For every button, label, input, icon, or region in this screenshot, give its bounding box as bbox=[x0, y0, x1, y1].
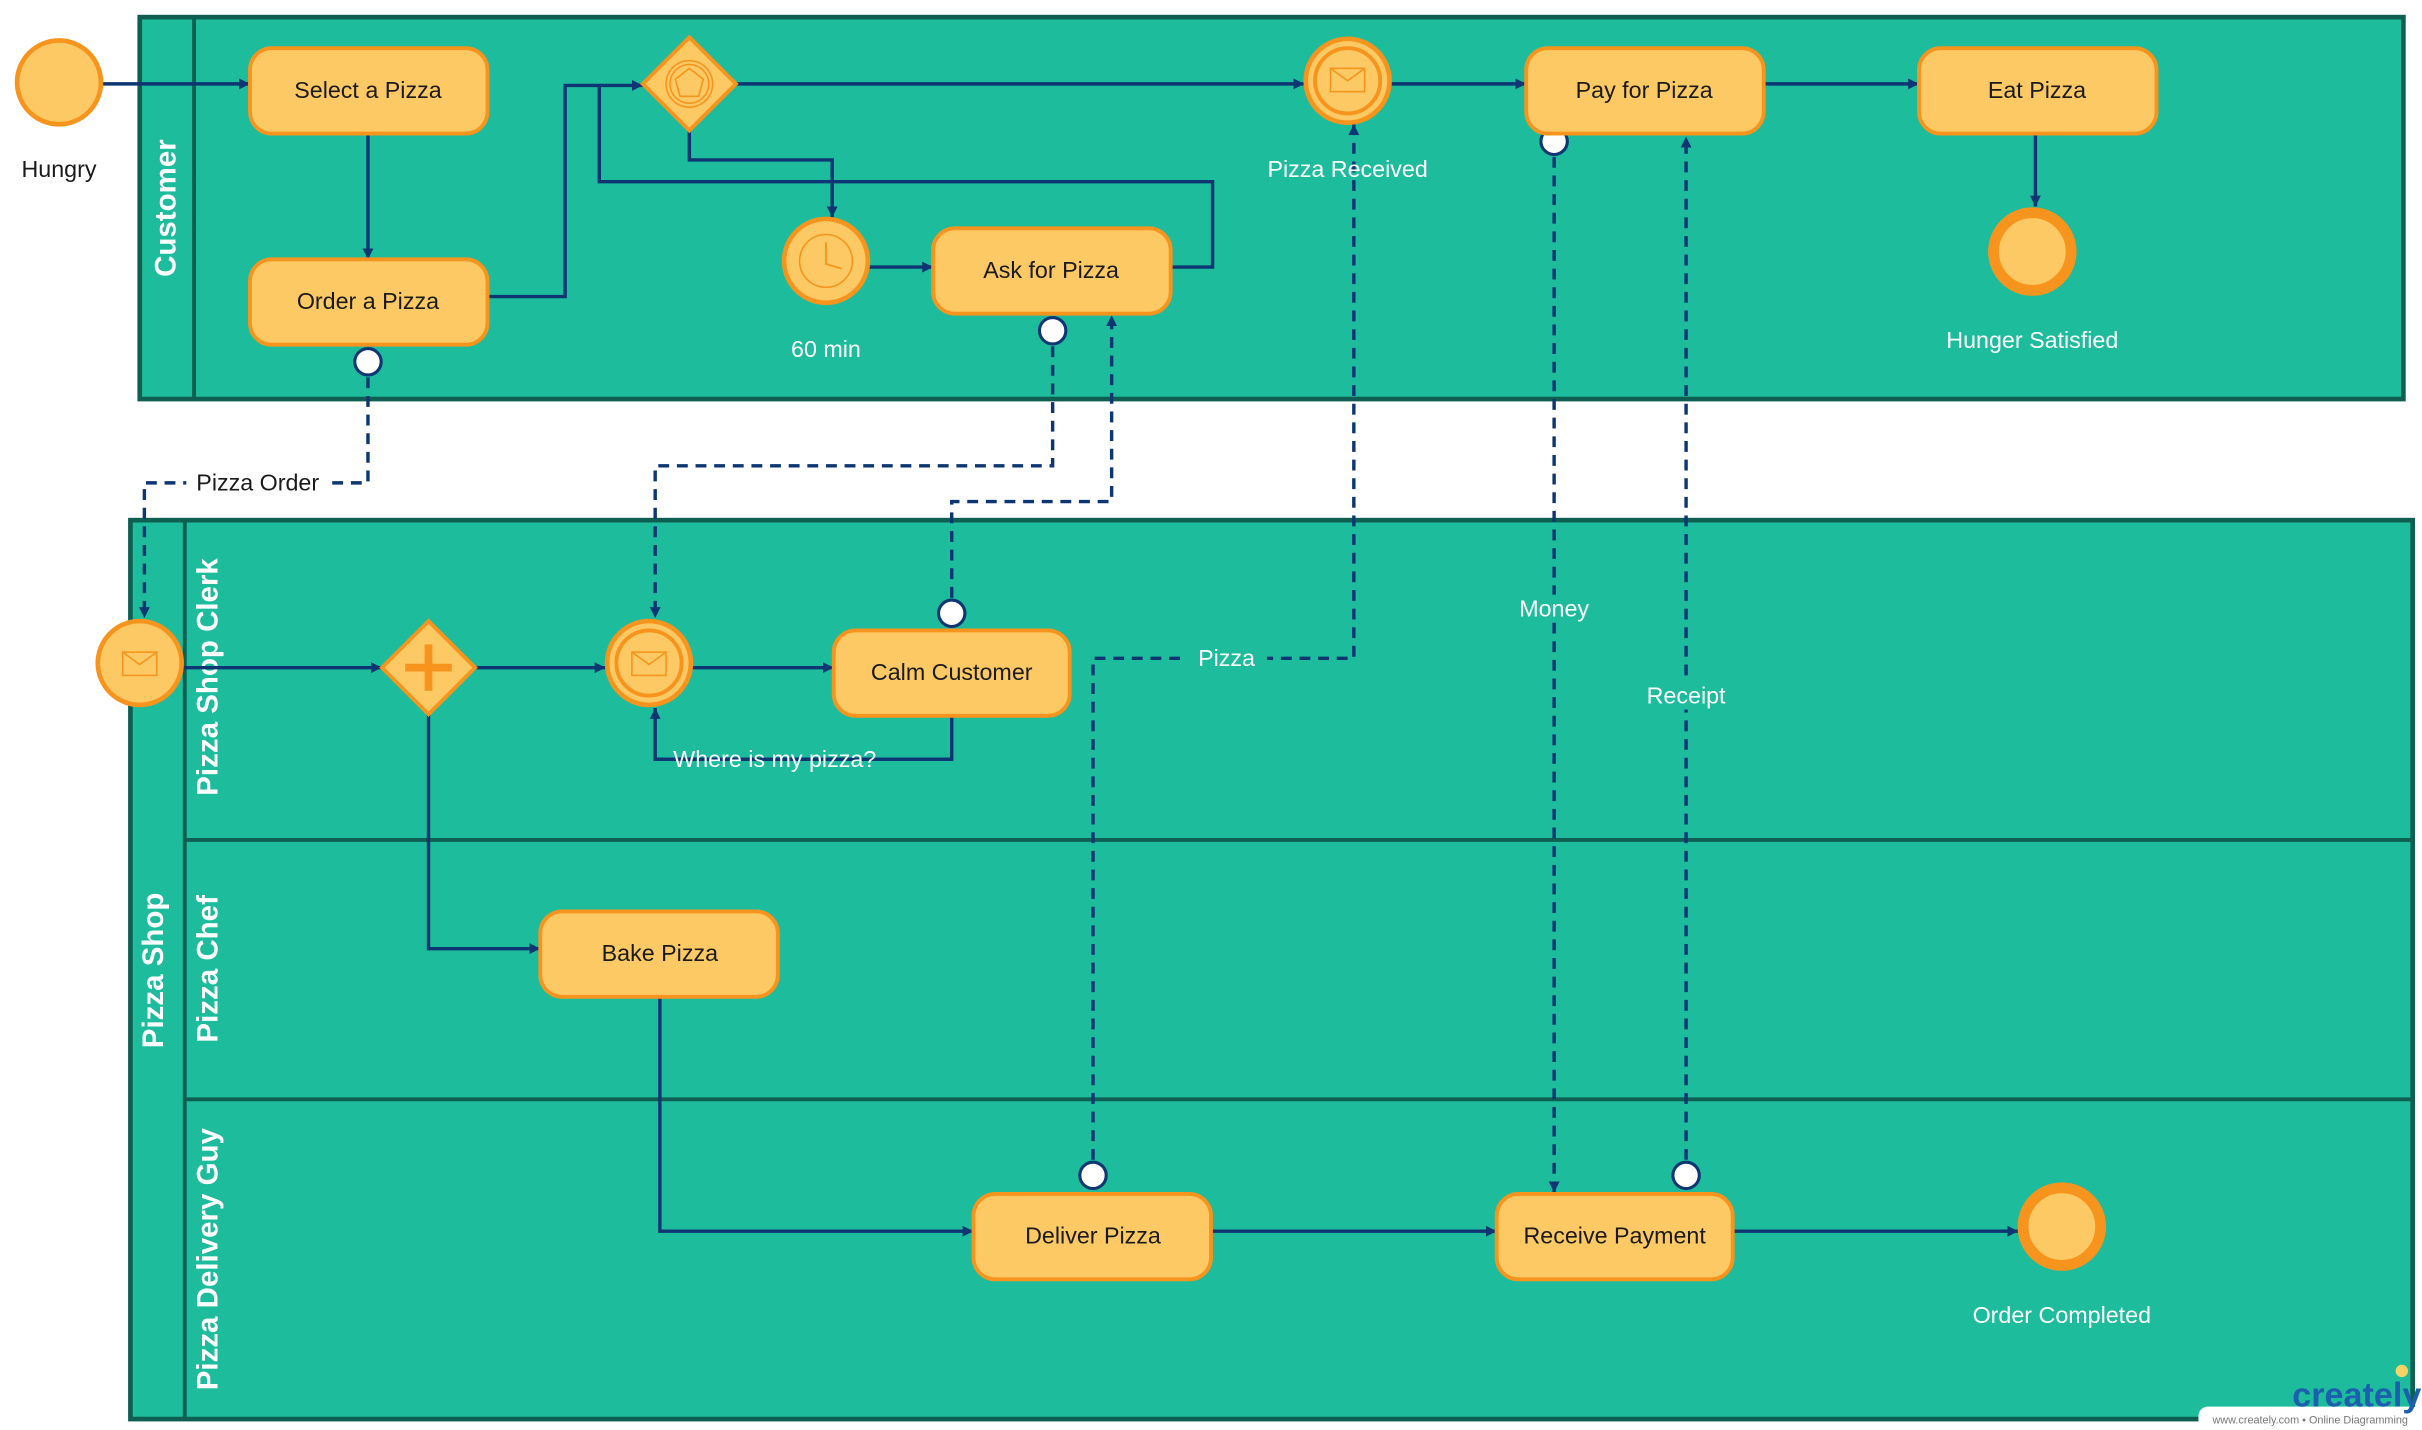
lane-delivery-title: Pizza Delivery Guy bbox=[191, 1127, 224, 1390]
sequence-flows bbox=[102, 78, 2041, 1237]
message-flows: Pizza Order Pizza Money Receipt bbox=[138, 124, 1733, 1193]
end-event-order-completed[interactable]: Order Completed bbox=[1973, 1182, 2151, 1328]
pentagon-icon bbox=[674, 67, 705, 98]
task-label: Select a Pizza bbox=[294, 77, 441, 103]
message-label-receipt: Receipt bbox=[1647, 682, 1726, 708]
task-receive-payment[interactable]: Receive Payment bbox=[1494, 1192, 1735, 1282]
task-ask-for-pizza[interactable]: Ask for Pizza bbox=[931, 226, 1173, 316]
task-label: Ask for Pizza bbox=[983, 257, 1119, 283]
event-label-hungry: Hungry bbox=[21, 156, 96, 182]
lane-clerk-title: Pizza Shop Clerk bbox=[191, 558, 224, 796]
task-label: Bake Pizza bbox=[602, 940, 718, 966]
message-label-pizza: Pizza bbox=[1198, 645, 1255, 671]
clock-icon bbox=[798, 233, 854, 289]
creately-logo: creately bbox=[2292, 1377, 2421, 1415]
plus-icon bbox=[405, 644, 452, 691]
creately-watermark: creately www.creately.com • Online Diagr… bbox=[2198, 1364, 2422, 1430]
message-source-ring bbox=[936, 598, 967, 629]
event-label-hunger-satisfied: Hunger Satisfied bbox=[1946, 327, 2118, 353]
pool-pizza-shop-title: Pizza Shop bbox=[137, 893, 170, 1049]
message-event-where-is-pizza[interactable]: Where is my pizza? bbox=[604, 618, 876, 772]
pool-pizza-shop: Pizza Shop Pizza Shop Clerk Pizza Chef P… bbox=[128, 517, 2416, 1422]
message-label-pizza-order: Pizza Order bbox=[196, 470, 319, 496]
creately-tagline: www.creately.com • Online Diagramming bbox=[2211, 1415, 2408, 1427]
start-event-hungry[interactable]: Hungry bbox=[14, 38, 104, 182]
message-source-ring bbox=[1037, 315, 1068, 346]
event-label-pizza-received: Pizza Received bbox=[1267, 156, 1427, 182]
task-label: Order a Pizza bbox=[297, 288, 439, 314]
message-source-ring bbox=[1078, 1160, 1108, 1191]
message-source-ring bbox=[353, 347, 383, 377]
timer-event[interactable]: 60 min bbox=[781, 216, 871, 362]
parallel-gateway[interactable] bbox=[379, 618, 478, 717]
task-pay-for-pizza[interactable]: Pay for Pizza bbox=[1524, 46, 1766, 136]
event-based-gateway[interactable] bbox=[640, 34, 739, 134]
end-event-hunger-satisfied[interactable]: Hunger Satisfied bbox=[1946, 207, 2118, 353]
task-label: Calm Customer bbox=[871, 659, 1033, 685]
pool-customer-title: Customer bbox=[149, 139, 182, 277]
message-event-pizza-received[interactable]: Pizza Received bbox=[1267, 36, 1428, 182]
message-label-money: Money bbox=[1519, 595, 1589, 621]
event-label-where-is-pizza: Where is my pizza? bbox=[673, 746, 876, 772]
task-deliver-pizza[interactable]: Deliver Pizza bbox=[971, 1192, 1213, 1282]
task-label: Eat Pizza bbox=[1988, 77, 2086, 103]
task-label: Pay for Pizza bbox=[1576, 77, 1713, 103]
event-label-timer: 60 min bbox=[791, 336, 861, 362]
message-start-event[interactable] bbox=[95, 618, 184, 708]
envelope-icon bbox=[121, 651, 158, 677]
envelope-icon bbox=[631, 651, 667, 677]
message-source-ring bbox=[1671, 1160, 1701, 1191]
task-eat-pizza[interactable]: Eat Pizza bbox=[1917, 46, 2159, 136]
task-label: Deliver Pizza bbox=[1025, 1223, 1161, 1249]
task-order-pizza[interactable]: Order a Pizza bbox=[248, 257, 490, 347]
task-select-pizza[interactable]: Select a Pizza bbox=[248, 46, 490, 136]
lightbulb-icon bbox=[2395, 1364, 2409, 1378]
envelope-icon bbox=[1329, 67, 1366, 93]
lane-chef-title: Pizza Chef bbox=[191, 895, 224, 1043]
event-label-order-completed: Order Completed bbox=[1973, 1302, 2151, 1328]
task-calm-customer[interactable]: Calm Customer bbox=[831, 628, 1072, 718]
task-label: Receive Payment bbox=[1523, 1223, 1706, 1249]
task-bake-pizza[interactable]: Bake Pizza bbox=[538, 909, 780, 999]
